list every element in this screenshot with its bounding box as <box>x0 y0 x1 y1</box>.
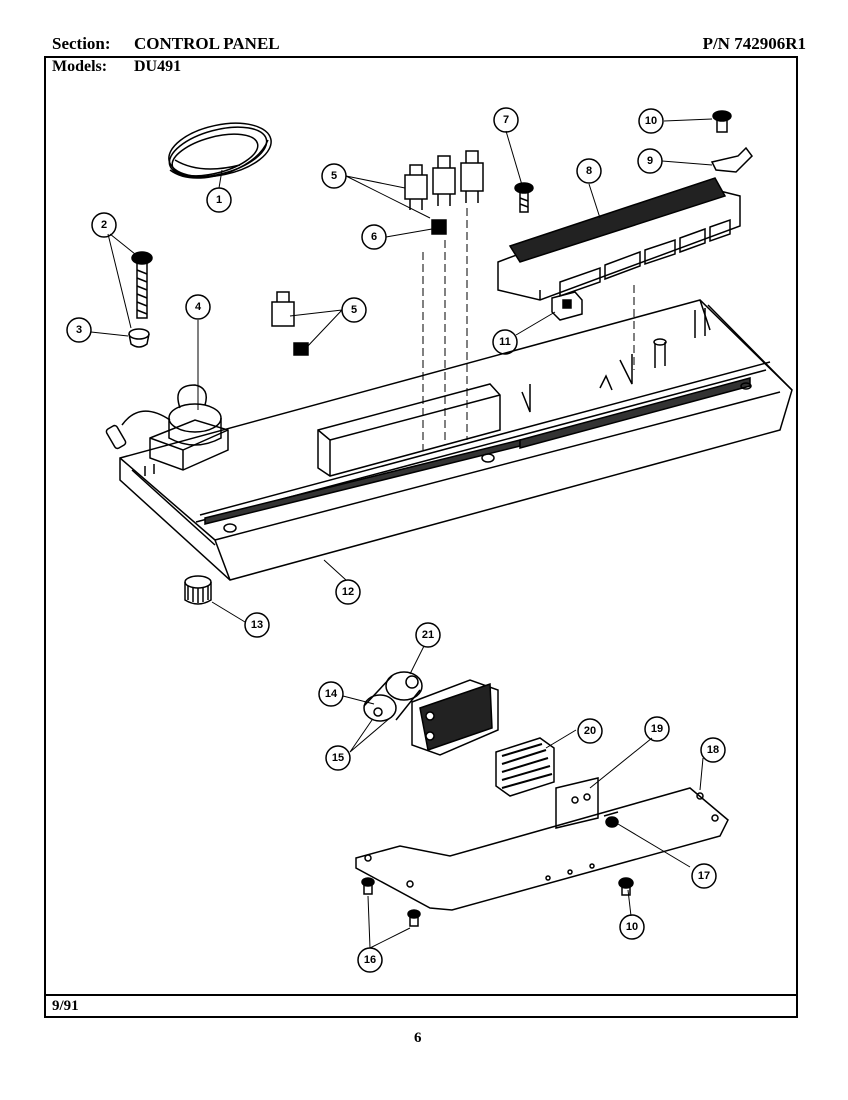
diagram-frame <box>44 56 798 1018</box>
callout-15 <box>325 745 351 771</box>
callout-2 <box>91 212 117 238</box>
wire-harness-part <box>168 122 272 179</box>
callout-number: 5 <box>331 170 337 182</box>
relay-part <box>551 291 583 321</box>
bushing-part <box>184 575 212 605</box>
callout-number: 8 <box>586 165 592 177</box>
callout-number: 7 <box>503 114 509 126</box>
callout-12 <box>335 579 361 605</box>
connector-part-6 <box>431 219 447 235</box>
screw-part-7 <box>514 182 534 213</box>
callout-number: 3 <box>76 324 82 336</box>
models-line: Models: DU491 <box>52 58 181 76</box>
callout-4 <box>185 294 211 320</box>
callout-number: 13 <box>251 619 263 631</box>
callout-numbers: 1 2 3 4 5 6 5 7 8 9 10 11 12 13 14 15 16… <box>76 114 719 966</box>
callout-17 <box>691 863 717 889</box>
revision-date: 9/91 <box>52 998 79 1014</box>
screw-part <box>131 251 153 319</box>
callout-number: 14 <box>325 688 338 700</box>
callout-13 <box>244 612 270 638</box>
callout-number: 15 <box>332 752 344 764</box>
footer-divider <box>44 994 798 996</box>
callout-number: 18 <box>707 744 719 756</box>
section-label: Section: <box>52 34 111 53</box>
callout-21 <box>415 622 441 648</box>
console-housing-part <box>119 299 793 581</box>
callout-7 <box>493 107 519 133</box>
callout-number: 9 <box>647 155 653 167</box>
screw-part-10-top <box>712 110 732 133</box>
heat-sink-part <box>411 679 499 756</box>
callout-5a <box>321 163 347 189</box>
callout-number: 10 <box>626 921 638 933</box>
screw-part-10-bottom <box>618 877 634 896</box>
callout-number: 19 <box>651 723 663 735</box>
callout-number: 4 <box>195 301 202 313</box>
callout-6 <box>361 224 387 250</box>
callout-number: 5 <box>351 304 357 316</box>
grommet-part <box>128 328 150 348</box>
callout-circles <box>66 107 726 973</box>
callout-10b <box>619 914 645 940</box>
callout-number: 16 <box>364 954 376 966</box>
callout-number: 12 <box>342 586 354 598</box>
switch-cluster-top <box>404 150 484 210</box>
clip-part <box>710 146 753 173</box>
callout-20 <box>577 718 603 744</box>
callout-number: 2 <box>101 219 107 231</box>
bracket-part <box>555 777 599 829</box>
callout-3 <box>66 317 92 343</box>
callout-number: 1 <box>216 194 222 206</box>
switch-lower <box>271 291 309 356</box>
callout-number: 11 <box>499 336 511 348</box>
callout-8 <box>576 158 602 184</box>
models-label: Models: <box>52 58 108 75</box>
callout-number: 20 <box>584 725 596 737</box>
callout-number: 17 <box>698 870 710 882</box>
callout-19 <box>644 716 670 742</box>
mounting-plate-part <box>355 787 729 911</box>
part-number: P/N 742906R1 <box>702 34 806 53</box>
leader-lines <box>90 118 713 949</box>
section-header: Section: CONTROL PANEL <box>52 34 280 54</box>
callout-9 <box>637 148 663 174</box>
capacitor-assembly <box>363 671 423 722</box>
models-value: DU491 <box>134 58 182 75</box>
callout-number: 10 <box>645 115 657 127</box>
page-number: 6 <box>414 1030 422 1046</box>
circuit-board-part <box>497 177 741 301</box>
motor-timer-part <box>105 384 229 471</box>
assembly-guide-lines <box>422 208 635 450</box>
callout-number: 21 <box>422 629 434 641</box>
screws-part-16 <box>361 877 421 927</box>
section-title: CONTROL PANEL <box>134 34 280 53</box>
callout-11 <box>492 329 518 355</box>
screw-part-17 <box>603 811 619 828</box>
callout-5b <box>341 297 367 323</box>
callout-number: 6 <box>371 231 377 243</box>
callout-10a <box>638 108 664 134</box>
transformer-plate-part <box>495 737 555 797</box>
callout-1 <box>206 187 232 213</box>
callout-16 <box>357 947 383 973</box>
callout-18 <box>700 737 726 763</box>
callout-14 <box>318 681 344 707</box>
